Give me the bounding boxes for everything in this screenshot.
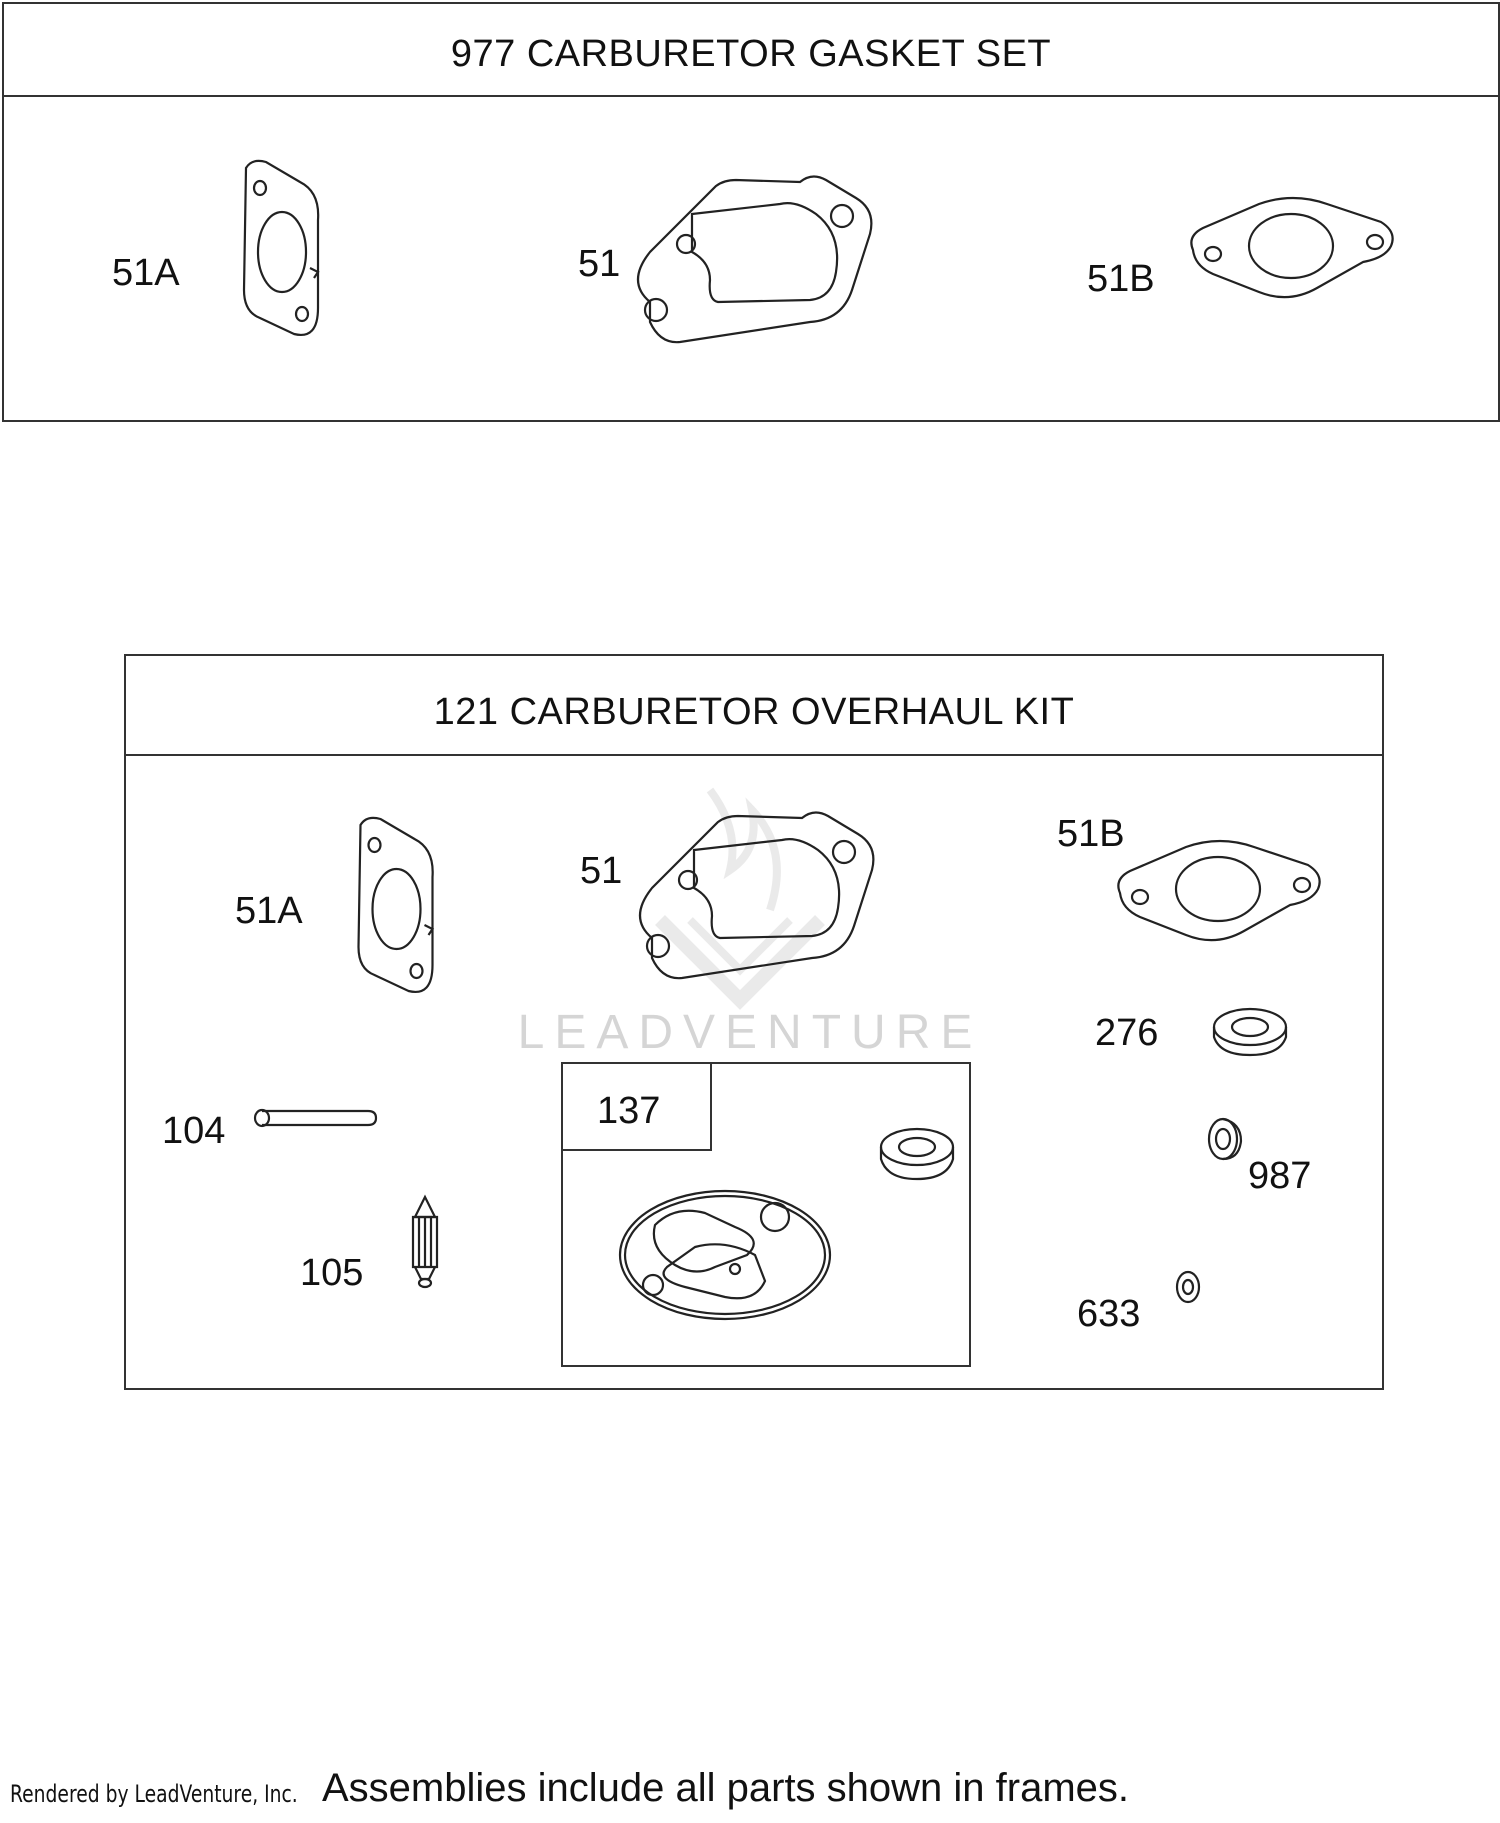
gasket-51-kit[interactable] [622, 808, 882, 988]
overhaul-kit-frame: 121 CARBURETOR OVERHAUL KIT [124, 654, 1384, 1390]
overhaul-kit-title: 121 CARBURETOR OVERHAUL KIT [126, 656, 1382, 756]
gasket-51a-kit[interactable] [350, 815, 445, 1000]
callout-51-kit[interactable]: 51 [580, 850, 623, 892]
gasket-51b-kit[interactable] [1112, 835, 1324, 950]
gasket-set-title: 977 CARBURETOR GASKET SET [4, 4, 1498, 97]
seal-987[interactable] [1205, 1115, 1245, 1165]
callout-276[interactable]: 276 [1095, 1012, 1159, 1054]
callout-51b-top[interactable]: 51B [1087, 258, 1155, 300]
rendered-by-credit: Rendered by LeadVenture, Inc. [10, 1780, 298, 1808]
callout-987[interactable]: 987 [1248, 1155, 1312, 1197]
seal-137[interactable] [875, 1125, 957, 1185]
callout-105[interactable]: 105 [300, 1252, 364, 1294]
pin-104[interactable] [250, 1105, 380, 1133]
sub-assembly-137-frame: 137 [561, 1062, 971, 1367]
gasket-137-bowl[interactable] [615, 1185, 835, 1325]
callout-104[interactable]: 104 [162, 1110, 226, 1152]
needle-105[interactable] [405, 1194, 445, 1290]
callout-51a-top[interactable]: 51A [112, 252, 180, 294]
leadventure-watermark-text: LEADVENTURE [517, 1006, 983, 1059]
callout-51a-kit[interactable]: 51A [235, 890, 303, 932]
seal-276[interactable] [1210, 1005, 1290, 1060]
gasket-set-frame: 977 CARBURETOR GASKET SET [2, 2, 1500, 422]
gasket-51a-top[interactable] [238, 158, 328, 343]
callout-137[interactable]: 137 [563, 1064, 712, 1151]
callout-633[interactable]: 633 [1077, 1293, 1141, 1335]
washer-633[interactable] [1172, 1268, 1204, 1306]
assemblies-note: Assemblies include all parts shown in fr… [322, 1766, 1130, 1810]
callout-51b-kit[interactable]: 51B [1057, 813, 1125, 855]
callout-51-top[interactable]: 51 [578, 243, 621, 285]
gasket-51-top[interactable] [620, 172, 880, 352]
gasket-51b-top[interactable] [1185, 192, 1397, 307]
